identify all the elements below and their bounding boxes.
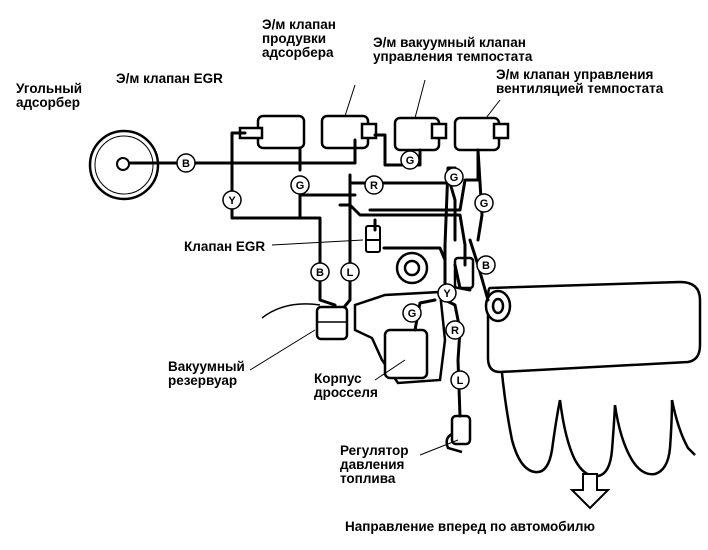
svg-text:G: G [296, 180, 305, 192]
label-thermostat-vent-valve: Э/м клапан управления вентиляцией темпос… [496, 67, 664, 96]
svg-text:R: R [370, 180, 378, 192]
thermostat-vacuum-valve [393, 116, 448, 152]
hose-tag-y-left: Y [222, 190, 242, 210]
leader-lines [249, 79, 501, 456]
thermostat-vent-valve [453, 116, 510, 152]
svg-text:B: B [316, 267, 324, 279]
svg-text:R: R [451, 325, 459, 337]
hose-tag-g-vent-valve-side: G [474, 193, 494, 213]
label-forward-direction: Направление вперед по автомобилю [345, 519, 596, 534]
svg-text:G: G [450, 172, 459, 184]
label-purge-solenoid: Э/м клапан продувки адсорбера [262, 17, 336, 60]
egr-valve [365, 225, 381, 253]
label-fuel-pressure-regulator: Регулятор давления топлива [340, 443, 409, 486]
hose-tag-g-purge: G [290, 175, 310, 195]
hose-tag-r-lower: R [445, 320, 465, 340]
fuel-pressure-regulator [445, 414, 472, 454]
svg-text:B: B [182, 158, 190, 170]
hose-tag-b-canister: B [176, 153, 196, 173]
hose-tag-l-reservoir: L [340, 262, 360, 282]
egr-solenoid [238, 114, 306, 150]
label-throttle-body: Корпус дросселя [314, 371, 378, 400]
charcoal-canister [88, 129, 160, 201]
forward-direction-arrow [569, 473, 611, 510]
label-vacuum-reservoir: Вакуумный резервуар [168, 359, 245, 388]
hose-tag-g-throttle: G [402, 303, 422, 323]
hose-tag-r-upper: R [364, 175, 384, 195]
label-egr-solenoid: Э/м клапан EGR [116, 71, 223, 86]
hose-tag-g-vent-valve-top: G [444, 167, 464, 187]
svg-text:L: L [347, 267, 354, 279]
label-charcoal-canister: Угольный адсорбер [16, 81, 83, 110]
hose-tag-l-regulator: L [450, 370, 470, 390]
label-thermostat-vacuum-valve: Э/м вакуумный клапан управления темпоста… [373, 35, 533, 64]
svg-text:B: B [482, 260, 490, 272]
hose-tag-b-manifold: B [476, 255, 496, 275]
svg-text:G: G [480, 198, 489, 210]
svg-text:L: L [457, 375, 464, 387]
vacuum-reservoir [261, 303, 349, 341]
svg-text:G: G [408, 308, 417, 320]
hose-tag-g-vacuum-valve: G [400, 150, 420, 170]
svg-text:Y: Y [228, 195, 236, 207]
hose-tag-b-reservoir: B [310, 262, 330, 282]
svg-text:G: G [406, 155, 415, 167]
svg-text:Y: Y [443, 288, 451, 300]
purge-solenoid [320, 114, 378, 150]
hose-tag-y-throttle: Y [437, 283, 457, 303]
intake-manifold [484, 280, 702, 478]
label-egr-valve: Клапан EGR [184, 239, 266, 254]
